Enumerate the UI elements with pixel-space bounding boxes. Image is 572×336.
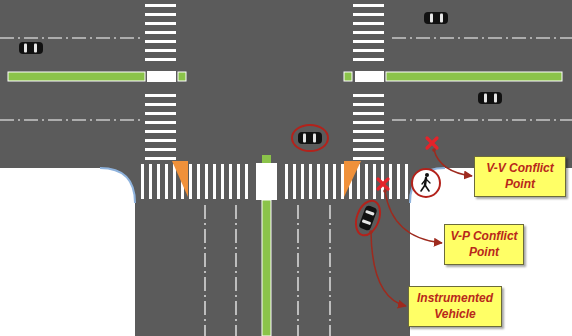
- crosswalks: [141, 4, 408, 199]
- lane-lines: [0, 38, 572, 120]
- pedestrian-ring: [412, 169, 440, 197]
- pedestrian-figure: [421, 173, 430, 191]
- refuge: [256, 163, 277, 200]
- highlight-ring: [352, 197, 385, 238]
- refuge: [355, 71, 384, 82]
- lane-lines: [205, 205, 330, 336]
- median: [386, 72, 562, 81]
- median: [178, 72, 186, 81]
- highlight-ring: [292, 125, 328, 151]
- callout-label: V-P Conflict Point: [448, 229, 520, 260]
- corner-island: [344, 161, 361, 197]
- median: [262, 155, 271, 163]
- conflict-mark: [378, 138, 437, 189]
- car: [19, 42, 43, 54]
- refuge: [147, 71, 176, 82]
- callout-label: Instrumented Vehicle: [412, 291, 498, 322]
- median: [8, 72, 145, 81]
- callout-box: V-P Conflict Point: [444, 224, 524, 265]
- callout-label: V-V Conflict Point: [478, 161, 562, 192]
- curb: [410, 168, 445, 203]
- median: [262, 200, 271, 336]
- ground-left: [0, 168, 135, 336]
- corner-island: [172, 161, 188, 197]
- car: [478, 92, 502, 104]
- car: [424, 12, 448, 24]
- callout-box: V-V Conflict Point: [474, 156, 566, 197]
- leader-dot: [369, 148, 436, 234]
- car: [298, 132, 322, 144]
- median: [344, 72, 352, 81]
- callout-box: Instrumented Vehicle: [408, 286, 502, 327]
- curb: [100, 168, 135, 203]
